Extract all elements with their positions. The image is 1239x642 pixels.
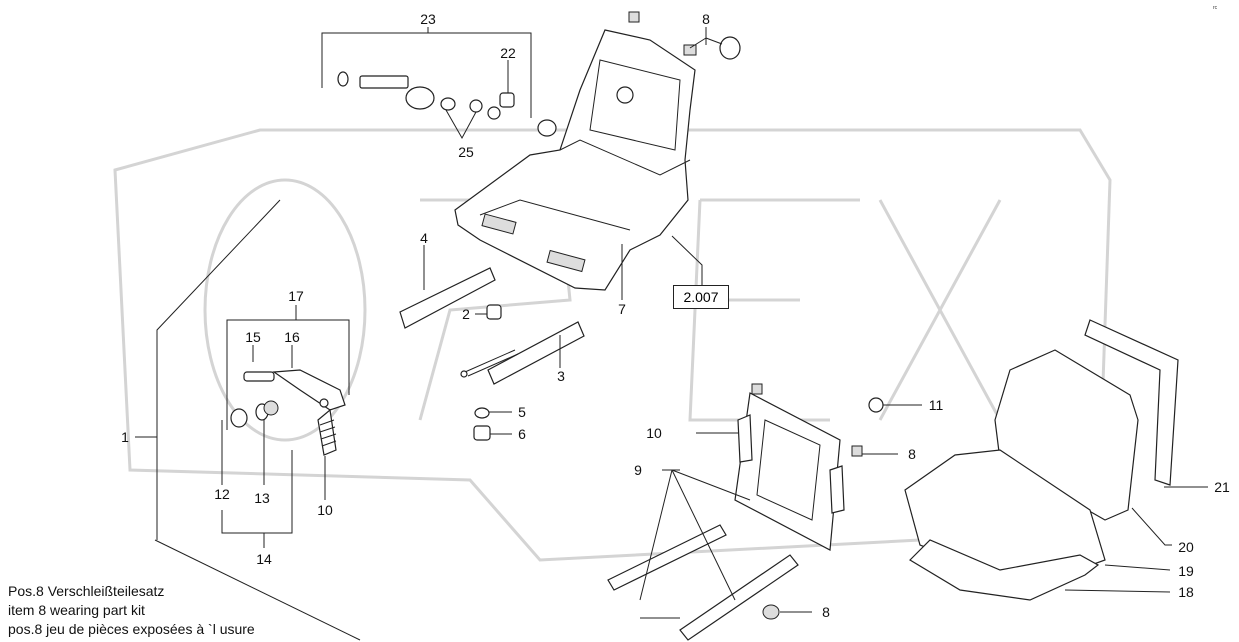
callout-1: 1 [121,429,129,445]
callout-10-left: 10 [317,502,333,518]
rail-3 [460,321,585,385]
callout-labels: 23 8 22 25 4 2 7 17 15 16 3 5 6 1 12 13 … [121,11,1230,620]
spring-10 [317,408,337,456]
callout-11: 11 [929,397,944,413]
callout-8-bottom: 8 [822,604,830,620]
bracket-17 [226,319,350,430]
notes-block: Pos.8 Verschleißteilesatz item 8 wearing… [8,582,255,639]
callout-2: 2 [462,306,470,322]
callout-8-mid: 8 [908,446,916,462]
note-french: pos.8 jeu de pièces exposées à `l usure [8,621,255,637]
bracket-14 [221,450,293,534]
callout-14: 14 [256,551,272,567]
reference-box[interactable]: 2.007 [673,285,729,309]
callout-23: 23 [420,11,436,27]
seat-base-frame [607,383,863,641]
callout-25: 25 [458,144,474,160]
callout-15: 15 [245,329,261,345]
lever-assembly [243,369,346,411]
bolt-assembly [337,71,515,120]
seat-shell [454,29,696,291]
callout-9: 9 [634,462,642,478]
cushion-set [904,319,1179,601]
callout-7: 7 [618,301,626,317]
callout-17: 17 [288,288,304,304]
callout-3: 3 [557,368,565,384]
rail-4 [399,267,496,329]
note-english: item 8 wearing part kit [8,602,145,618]
callout-8-top: 8 [702,11,710,27]
callout-4: 4 [420,230,428,246]
callout-5: 5 [518,404,526,420]
callout-19: 19 [1178,563,1194,579]
callout-6: 6 [518,426,526,442]
callout-18: 18 [1178,584,1194,600]
callout-13: 13 [254,490,270,506]
callout-10-right: 10 [646,425,662,441]
callout-12: 12 [214,486,230,502]
callout-20: 20 [1178,539,1194,555]
callout-22: 22 [500,45,516,61]
note-german: Pos.8 Verschleißteilesatz [8,583,165,599]
callout-21: 21 [1214,479,1230,495]
callout-16: 16 [284,329,300,345]
corner-mark: rc [1213,5,1218,11]
bracket-23 [321,32,532,118]
